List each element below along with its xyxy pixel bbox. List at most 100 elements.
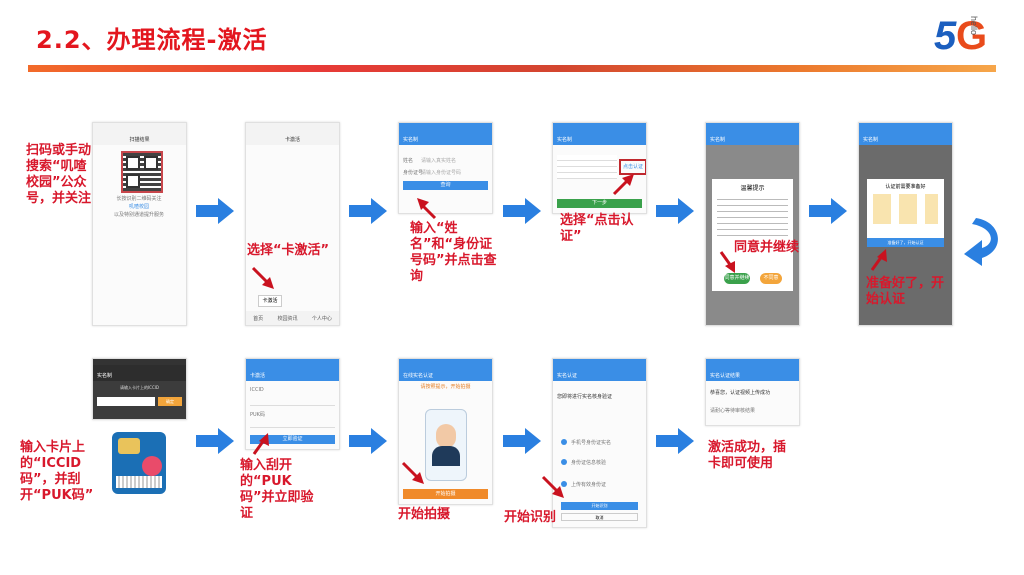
phone1-line2: 叽喳校园 bbox=[128, 204, 149, 210]
phone4-header: 实名制 bbox=[557, 137, 573, 143]
phone10-header: 实名认证 bbox=[557, 373, 578, 379]
phone-screen-6: 实名制 认证前需要准备好 准备好了，开始认证 bbox=[858, 122, 953, 326]
prepare-dialog: 认证前需要准备好 准备好了，开始认证 bbox=[867, 179, 944, 247]
phone-screen-5: 实名制 温馨提示 同意并继续 不同意 bbox=[705, 122, 800, 326]
id-input[interactable]: 请输入身份证号码 bbox=[421, 170, 462, 176]
pointer-arrow-9 bbox=[401, 461, 424, 484]
success-title: 恭喜您，认证视频上传成功 bbox=[710, 390, 771, 396]
step2-note: 选择“卡激活” bbox=[247, 243, 330, 258]
phone2-header: 卡激活 bbox=[284, 137, 300, 143]
slide-title: 2.2、办理流程-激活 bbox=[36, 26, 268, 54]
option-3[interactable]: 上传有效身份证 bbox=[571, 482, 607, 488]
phone-screen-1: 扫描结果 长按识别二维码关注 叽喳校园 以及特别通道提升服务 bbox=[92, 122, 187, 326]
prepare-title: 认证前需要准备好 bbox=[885, 184, 926, 190]
step3-note: 输入“姓名”和“身份证号码”并点击查询 bbox=[410, 221, 497, 284]
verify-button[interactable]: 立即验证 bbox=[250, 435, 335, 444]
start-auth-button[interactable]: 准备好了，开始认证 bbox=[867, 238, 944, 247]
phone9-header: 在线实名认证 bbox=[403, 373, 434, 379]
phone-screen-8: 卡激活 ICCID PUK码 立即验证 bbox=[245, 358, 340, 450]
shoot-tip: 请按照提示，开始拍摄 bbox=[420, 384, 471, 390]
phone5-header: 实名制 bbox=[710, 137, 726, 143]
id-label: 身份证号 bbox=[403, 170, 424, 176]
step1-note: 扫码或手动搜索“叽喳校园”公众号，并关注 bbox=[26, 143, 92, 206]
phone1-header: 扫描结果 bbox=[129, 137, 150, 143]
sim-card-image bbox=[112, 432, 166, 494]
phone1-line1: 长按识别二维码关注 bbox=[116, 196, 162, 202]
phone-icon bbox=[561, 439, 567, 445]
phone-screen-11: 实名认证结果 恭喜您，认证视频上传成功 请耐心等待审核结果 bbox=[705, 358, 800, 426]
flow-arrow-8 bbox=[503, 428, 541, 454]
query-button[interactable]: 查询 bbox=[403, 181, 488, 190]
pointer-arrow-4 bbox=[612, 174, 634, 196]
puk-label: PUK码 bbox=[250, 412, 265, 418]
flow-arrow-2 bbox=[349, 198, 387, 224]
phone-screen-10: 实名认证 您即将进行实名核身验证 手机号身份证实名 身份证信息核验 上传有效身份… bbox=[552, 358, 647, 528]
decorative-banner bbox=[28, 65, 996, 72]
flow-arrow-1 bbox=[196, 198, 234, 224]
dialog-title: 温馨提示 bbox=[740, 185, 765, 192]
option-1[interactable]: 手机号身份证实名 bbox=[571, 440, 612, 446]
phone-screen-3: 实名制 姓名 请输入真实姓名 身份证号 请输入身份证号码 查询 bbox=[398, 122, 493, 214]
pointer-arrow-6 bbox=[870, 249, 887, 271]
phone-screen-4: 实名制 点击认证 下一步 bbox=[552, 122, 647, 214]
start-recognize-button[interactable]: 开始识别 bbox=[561, 502, 638, 510]
phone8-header: 卡激活 bbox=[250, 373, 266, 379]
logo-sub: hello bbox=[969, 16, 979, 36]
phone3-header: 实名制 bbox=[403, 137, 419, 143]
step11-note: 激活成功，插卡即可使用 bbox=[708, 440, 787, 471]
flow-arrow-7 bbox=[349, 428, 387, 454]
flow-arrow-turn bbox=[964, 218, 998, 266]
start-shoot-button[interactable]: 开始拍摄 bbox=[403, 489, 488, 499]
iccid-input[interactable] bbox=[97, 397, 155, 406]
name-input[interactable]: 请输入真实姓名 bbox=[421, 158, 457, 164]
face-capture-frame bbox=[425, 409, 467, 481]
phone11-header: 实名认证结果 bbox=[710, 373, 741, 379]
phone7-header: 实名制 bbox=[97, 373, 113, 379]
flow-arrow-9 bbox=[656, 428, 694, 454]
consent-dialog: 温馨提示 同意并继续 不同意 bbox=[712, 179, 793, 291]
next-button[interactable]: 下一步 bbox=[557, 199, 642, 208]
verify-title: 您即将进行实名核身验证 bbox=[557, 394, 613, 400]
flow-arrow-4 bbox=[656, 198, 694, 224]
card-activate-button[interactable]: 卡激活 bbox=[258, 295, 282, 307]
name-label: 姓名 bbox=[403, 158, 414, 164]
pointer-arrow-3 bbox=[417, 198, 437, 220]
agree-button[interactable]: 同意并继续 bbox=[724, 273, 750, 284]
step6-note: 准备好了，开始认证 bbox=[866, 276, 945, 307]
idcard-icon bbox=[561, 459, 567, 465]
puk-field[interactable] bbox=[250, 419, 335, 428]
flow-arrow-6 bbox=[196, 428, 234, 454]
pointer-arrow-10 bbox=[541, 475, 564, 498]
click-auth-link[interactable]: 点击认证 bbox=[619, 159, 646, 175]
qr-code[interactable] bbox=[121, 151, 163, 193]
step4-note: 选择“点击认证” bbox=[560, 213, 634, 244]
disagree-button[interactable]: 不同意 bbox=[760, 273, 782, 284]
iccid-field[interactable] bbox=[250, 397, 335, 406]
phone6-header: 实名制 bbox=[863, 137, 879, 143]
step8-note: 输入刮开的“PUK码”并立即验证 bbox=[240, 458, 314, 521]
iccid-label: ICCID bbox=[250, 387, 264, 393]
success-desc: 请耐心等待审核结果 bbox=[710, 408, 756, 414]
phone-screen-7: 实名制 请输入卡片上的ICCID 确定 bbox=[92, 358, 187, 420]
phone-screen-2: 卡激活 卡激活 首页 校园资讯 个人中心 bbox=[245, 122, 340, 326]
step5-note: 同意并继续 bbox=[734, 240, 800, 255]
phone2-tabbar: 首页 校园资讯 个人中心 bbox=[246, 311, 339, 325]
option-2[interactable]: 身份证信息核验 bbox=[571, 460, 607, 466]
step9-note: 开始拍摄 bbox=[398, 507, 451, 522]
pointer-arrow-2 bbox=[251, 266, 274, 289]
iccid-confirm-button[interactable]: 确定 bbox=[158, 397, 182, 406]
flow-arrow-3 bbox=[503, 198, 541, 224]
phone1-line3: 以及特别通道提升服务 bbox=[113, 212, 164, 218]
tab-profile[interactable]: 个人中心 bbox=[311, 315, 332, 322]
pointer-arrow-8 bbox=[252, 433, 269, 455]
tab-news[interactable]: 校园资讯 bbox=[277, 315, 298, 322]
flow-arrow-5 bbox=[809, 198, 847, 224]
step7-note: 输入卡片上的“ICCID码”，并刮开“PUK码” bbox=[20, 440, 94, 503]
cancel-button[interactable]: 取消 bbox=[561, 513, 638, 521]
pointer-arrow-5 bbox=[719, 251, 735, 273]
step10-note: 开始识别 bbox=[504, 510, 557, 525]
upload-icon bbox=[561, 481, 567, 487]
iccid-prompt: 请输入卡片上的ICCID bbox=[119, 385, 160, 390]
tab-home[interactable]: 首页 bbox=[253, 315, 264, 322]
